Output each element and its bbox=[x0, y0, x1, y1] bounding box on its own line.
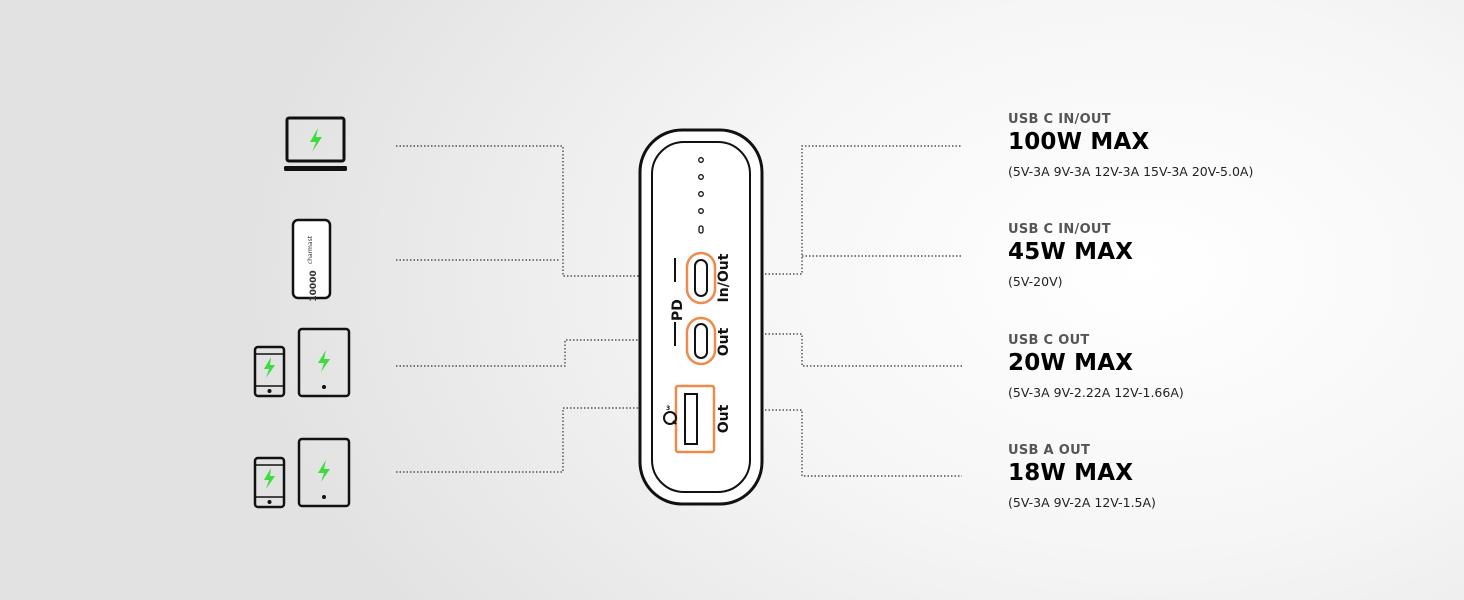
spec-block-usb-c-45w: USB C IN/OUT 45W MAX (5V-20V) bbox=[1008, 222, 1133, 289]
usb-c-port-out bbox=[685, 316, 717, 366]
tablet-icon bbox=[297, 327, 351, 398]
left-connectors bbox=[396, 145, 650, 473]
mini-power-bank-icon: charmast 10000 bbox=[291, 218, 332, 302]
spec-port-label: USB C IN/OUT bbox=[1008, 112, 1111, 127]
spec-power: 18W MAX bbox=[1008, 460, 1134, 486]
pd-label: PD bbox=[670, 299, 686, 321]
spec-power: 45W MAX bbox=[1008, 239, 1134, 265]
spec-port-label: USB A OUT bbox=[1008, 443, 1091, 458]
phone-icon bbox=[253, 456, 286, 509]
spec-power: 20W MAX bbox=[1008, 350, 1134, 376]
bolt-icon bbox=[318, 460, 330, 482]
bolt-icon bbox=[318, 350, 330, 372]
power-bank: PD In/Out Out Out 3 bbox=[638, 128, 764, 506]
port-label-usb-a-out: Out bbox=[716, 404, 732, 433]
port-label-usb-c-out: Out bbox=[716, 327, 732, 356]
spec-block-usb-c-100w: USB C IN/OUT 100W MAX (5V-3A 9V-3A 12V-3… bbox=[1008, 112, 1253, 179]
spec-detail: (5V-3A 9V-3A 12V-3A 15V-3A 20V-5.0A) bbox=[1008, 164, 1254, 179]
spec-block-usb-a-18w: USB A OUT 18W MAX (5V-3A 9V-2A 12V-1.5A) bbox=[1008, 443, 1156, 510]
quick-charge-icon: 3 bbox=[663, 405, 677, 425]
spec-detail: (5V-20V) bbox=[1008, 274, 1063, 289]
pd-badge: PD bbox=[670, 258, 686, 346]
spec-block-usb-c-20w: USB C OUT 20W MAX (5V-3A 9V-2.22A 12V-1.… bbox=[1008, 333, 1184, 400]
bolt-icon bbox=[264, 357, 275, 378]
led-indicators bbox=[698, 157, 704, 234]
spec-power: 100W MAX bbox=[1008, 129, 1150, 155]
phone-icon bbox=[253, 345, 286, 398]
bolt-icon bbox=[310, 128, 322, 152]
mini-capacity-text: 10000 bbox=[309, 270, 319, 301]
tablet-icon bbox=[297, 437, 351, 508]
port-label-in-out: In/Out bbox=[716, 253, 732, 302]
spec-detail: (5V-3A 9V-2A 12V-1.5A) bbox=[1008, 495, 1156, 510]
usb-c-port-in-out bbox=[685, 251, 717, 305]
spec-port-label: USB C OUT bbox=[1008, 333, 1090, 348]
bolt-icon bbox=[264, 468, 275, 489]
mini-brand-text: charmast bbox=[307, 235, 314, 264]
usb-a-port-out bbox=[674, 384, 716, 454]
spec-detail: (5V-3A 9V-2.22A 12V-1.66A) bbox=[1008, 385, 1184, 400]
laptop-icon bbox=[284, 116, 347, 171]
right-connectors bbox=[758, 145, 962, 477]
svg-text:3: 3 bbox=[666, 405, 670, 412]
spec-port-label: USB C IN/OUT bbox=[1008, 222, 1111, 237]
